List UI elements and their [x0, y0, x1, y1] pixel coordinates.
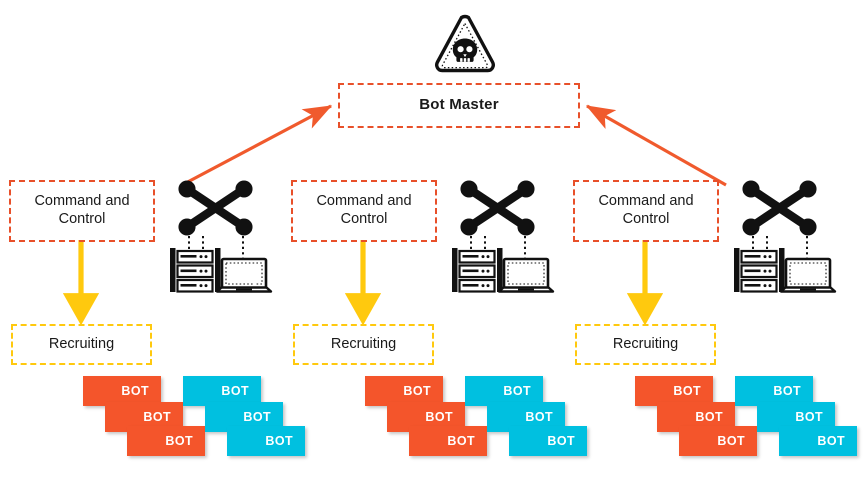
network-cluster-2 [452, 180, 555, 293]
command-and-control-box-1[interactable]: Command and Control [9, 180, 155, 242]
bot-card-label: BOT [547, 434, 575, 448]
bot-card-label: BOT [447, 434, 475, 448]
bot-card-label: BOT [243, 410, 271, 424]
arrow-to-bot-master-left [181, 104, 333, 187]
command-and-control-label: Command and Control [34, 193, 130, 227]
recruiting-label: Recruiting [612, 335, 679, 352]
recruiting-box-2[interactable]: Recruiting [293, 324, 434, 365]
recruiting-box-1[interactable]: Recruiting [11, 324, 152, 365]
bot-card-label: BOT [221, 384, 249, 398]
recruiting-label: Recruiting [330, 335, 397, 352]
bot-card-label: BOT [121, 384, 149, 398]
bot-card-orange[interactable]: BOT [409, 426, 487, 456]
network-cluster-1 [170, 180, 273, 293]
bot-card-label: BOT [143, 410, 171, 424]
bot-card-orange[interactable]: BOT [127, 426, 205, 456]
bot-card-cyan[interactable]: BOT [465, 376, 543, 406]
server-rack-icon [452, 248, 503, 293]
network-crosslink-icon [178, 180, 253, 236]
bot-card-cyan[interactable]: BOT [509, 426, 587, 456]
command-and-control-box-2[interactable]: Command and Control [291, 180, 437, 242]
server-rack-icon [734, 248, 785, 293]
bot-card-cyan[interactable]: BOT [183, 376, 261, 406]
bot-master-box[interactable]: Bot Master [338, 83, 580, 128]
bot-card-label: BOT [817, 434, 845, 448]
bot-card-cyan[interactable]: BOT [779, 426, 857, 456]
server-rack-icon [170, 248, 221, 293]
bot-card-orange[interactable]: BOT [679, 426, 757, 456]
bot-card-cyan[interactable]: BOT [735, 376, 813, 406]
arrow-to-bot-master-right [585, 104, 727, 187]
command-and-control-label: Command and Control [316, 193, 412, 227]
network-cluster-3 [734, 180, 837, 293]
bot-card-orange[interactable]: BOT [635, 376, 713, 406]
laptop-icon [779, 257, 837, 293]
bot-card-label: BOT [795, 410, 823, 424]
skull-warning-triangle-icon [435, 14, 495, 73]
laptop-icon [215, 257, 273, 293]
bot-card-label: BOT [773, 384, 801, 398]
bot-card-label: BOT [673, 384, 701, 398]
bot-card-orange[interactable]: BOT [365, 376, 443, 406]
skull-glyph [452, 38, 478, 62]
bot-card-orange[interactable]: BOT [83, 376, 161, 406]
network-crosslink-icon [460, 180, 535, 236]
bot-card-label: BOT [695, 410, 723, 424]
recruiting-box-3[interactable]: Recruiting [575, 324, 716, 365]
bot-card-label: BOT [265, 434, 293, 448]
bot-card-cyan[interactable]: BOT [227, 426, 305, 456]
network-crosslink-icon [742, 180, 817, 236]
bot-card-label: BOT [717, 434, 745, 448]
bot-master-label: Bot Master [419, 96, 499, 114]
command-and-control-label: Command and Control [598, 193, 694, 227]
bot-card-label: BOT [425, 410, 453, 424]
bot-card-label: BOT [525, 410, 553, 424]
command-and-control-box-3[interactable]: Command and Control [573, 180, 719, 242]
laptop-icon [497, 257, 555, 293]
bot-card-label: BOT [503, 384, 531, 398]
bot-card-label: BOT [403, 384, 431, 398]
bot-card-label: BOT [165, 434, 193, 448]
recruiting-label: Recruiting [48, 335, 115, 352]
